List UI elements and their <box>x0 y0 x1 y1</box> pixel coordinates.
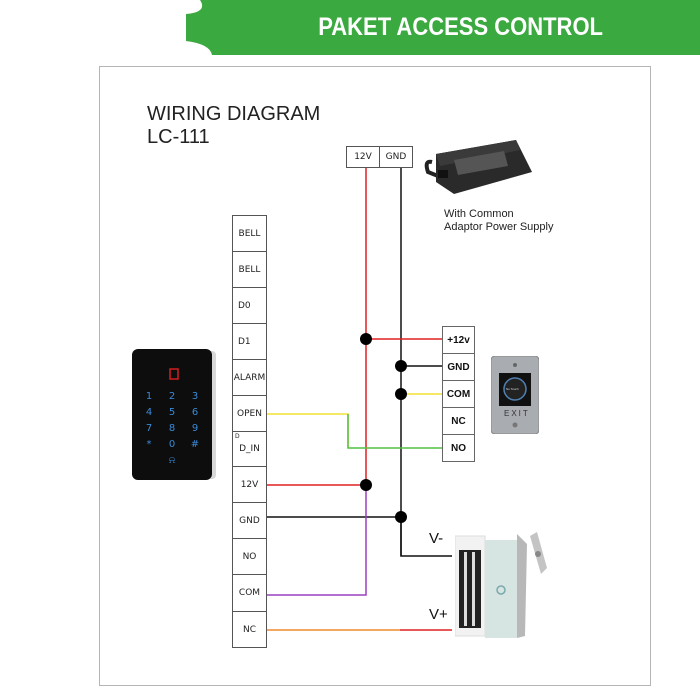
controller-terminal-open: OPEN <box>232 395 267 432</box>
controller-terminal-d1: D1 <box>232 323 267 360</box>
diagram-title: WIRING DIAGRAM LC-111 <box>147 103 320 149</box>
keypad-key: 1 <box>145 391 153 402</box>
supply-terminal-gnd: GND <box>379 146 413 168</box>
exit-terminal-com: COM <box>442 380 475 408</box>
keypad-key: 0 <box>168 439 176 450</box>
junction-dot <box>395 388 407 400</box>
controller-terminal-bell-2: BELL <box>232 251 267 288</box>
controller-terminal-nc: NC <box>232 611 267 648</box>
junction-dot <box>360 333 372 345</box>
wire-controller-com <box>267 485 367 596</box>
controller-terminal-d0: D0 <box>232 287 267 324</box>
diagram-model: LC-111 <box>147 126 210 148</box>
keypad-device-icon: 1 2 3 4 5 6 7 8 9 * 0 # ⍾ <box>132 349 216 480</box>
exit-plate-text: EXIT <box>504 409 530 418</box>
controller-terminal-12v: 12V <box>232 466 267 503</box>
exit-terminal-no: NO <box>442 434 475 462</box>
diagram-frame <box>99 66 651 686</box>
wire-lock-vminus <box>400 517 452 557</box>
keypad-key: 4 <box>145 407 153 418</box>
header-banner: PAKET ACCESS CONTROL <box>186 0 700 55</box>
wire-open <box>267 413 349 448</box>
exit-terminal-12v: +12v <box>442 326 475 354</box>
bell-icon: ⍾ <box>168 455 176 466</box>
supply-terminal-12v: 12V <box>346 146 380 168</box>
keypad-key: 7 <box>145 423 153 434</box>
v-plus-label: V+ <box>429 606 448 623</box>
junction-dot <box>395 511 407 523</box>
keypad-key: 8 <box>168 423 176 434</box>
exit-face-text: No Touch <box>506 387 519 391</box>
controller-terminal-com: COM <box>232 574 267 612</box>
wire-exit-no <box>347 414 442 449</box>
controller-terminal-no: NO <box>232 538 267 575</box>
banner-title: PAKET ACCESS CONTROL <box>318 13 603 41</box>
controller-terminal-bell-1: BELL <box>232 215 267 252</box>
controller-terminal-alarm: ALARM <box>232 359 267 396</box>
keypad-key: * <box>146 439 152 450</box>
supply-caption-line1: With Common <box>444 208 514 220</box>
supply-caption-line2: Adaptor Power Supply <box>444 221 554 233</box>
exit-terminal-gnd: GND <box>442 353 475 381</box>
controller-terminal-gnd: GND <box>232 502 267 539</box>
d-in-marker: D <box>235 433 240 440</box>
d-in-label: D_IN <box>239 444 260 454</box>
exit-terminal-nc: NC <box>442 407 475 435</box>
keypad-key: 6 <box>191 407 199 418</box>
supply-caption: With Common Adaptor Power Supply <box>444 208 553 234</box>
keypad-key: 9 <box>191 423 199 434</box>
keypad-key: 5 <box>168 407 176 418</box>
junction-dot <box>395 360 407 372</box>
controller-terminal-d-in: D D_IN <box>232 431 267 467</box>
power-adapter-icon <box>424 140 532 194</box>
keypad-key: 2 <box>168 391 176 402</box>
v-minus-label: V- <box>429 530 444 547</box>
exit-button-icon: No Touch EXIT <box>491 356 539 434</box>
magnetic-lock-icon <box>455 532 547 638</box>
diagram-title-line1: WIRING DIAGRAM <box>147 103 321 125</box>
keypad-key: 3 <box>191 391 199 402</box>
keypad-key: # <box>190 439 200 450</box>
junction-dot <box>360 479 372 491</box>
banner-shape <box>186 0 700 55</box>
